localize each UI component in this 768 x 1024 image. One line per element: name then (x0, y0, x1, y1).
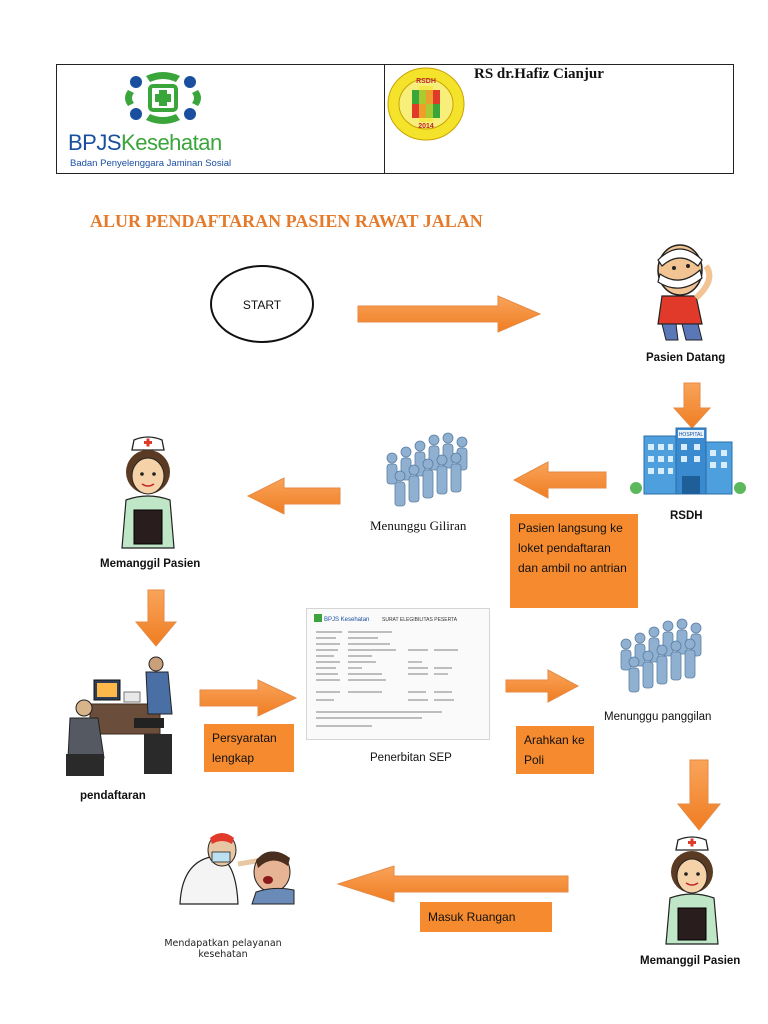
arrow-start-to-pasien (357, 295, 542, 333)
header-divider (384, 64, 385, 174)
label-memanggil-pasien-2: Memanggil Pasien (640, 955, 741, 967)
svg-text:SURAT ELEGIBILITAS PESERTA: SURAT ELEGIBILITAS PESERTA (382, 617, 458, 623)
page-title: ALUR PENDAFTARAN PASIEN RAWAT JALAN (90, 211, 483, 231)
label-mendapatkan: Mendapatkan pelayanan kesehatan (164, 938, 282, 960)
bpjs-tagline: Badan Penyelenggara Jaminan Sosial (70, 158, 232, 169)
label-pasien-datang: Pasien Datang (646, 352, 726, 364)
label-rsdh: RSDH (670, 510, 703, 522)
label-menunggu-giliran: Menunggu Giliran (370, 518, 467, 533)
svg-text:HOSPITAL: HOSPITAL (679, 432, 704, 438)
loket-note-box: Pasien langsung ke loket pendaftaran dan… (510, 514, 638, 608)
crowd-icon (386, 432, 468, 507)
injured-patient-icon (657, 244, 713, 341)
masuk-ruangan-box: Masuk Ruangan (420, 902, 552, 932)
start-node (210, 265, 314, 343)
arrow-panggilan-to-memanggil (676, 759, 722, 831)
label-menunggu-panggilan: Menunggu panggilan (604, 711, 712, 723)
doctor-exam-icon (179, 833, 295, 905)
sep-document-content: BPJS Kesehatan SURAT ELEGIBILITAS PESERT… (314, 614, 458, 727)
persyaratan-box: Persyaratan lengkap (204, 724, 294, 772)
nurse-2-icon (665, 836, 719, 945)
label-penerbitan-sep: Penerbitan SEP (370, 752, 452, 764)
arrow-rsdh-to-giliran (512, 461, 607, 499)
label-pendaftaran: pendaftaran (80, 790, 146, 802)
bpjs-brand: BPJSKesehatan (68, 130, 222, 155)
arrow-giliran-to-memanggil (246, 477, 341, 515)
crowd-waiting-icon (620, 618, 702, 693)
header-table (56, 64, 734, 174)
nurse-icon (121, 436, 175, 549)
start-label: START (242, 298, 282, 312)
arrow-memanggil-to-pendaftaran (134, 589, 178, 647)
arrow-pendaftaran-to-sep (199, 679, 298, 717)
bpjs-logo-icon (125, 72, 201, 124)
arrow-sep-to-panggilan (505, 669, 580, 703)
svg-text:2014: 2014 (418, 123, 434, 130)
registration-desk-icon (66, 656, 173, 776)
arrow-memanggil-to-pelayanan (336, 865, 569, 903)
svg-text:RSDH: RSDH (416, 78, 436, 85)
arahkan-box: Arahkan ke Poli (516, 726, 594, 774)
arrow-pasien-to-rsdh (672, 382, 712, 429)
label-memanggil-pasien-1: Memanggil Pasien (100, 558, 201, 570)
hospital-seal-icon: RSDH 2014 (387, 67, 465, 141)
svg-text:BPJS Kesehatan: BPJS Kesehatan (324, 617, 369, 623)
hospital-building-icon: HOSPITAL (630, 427, 746, 495)
hospital-name: RS dr.Hafiz Cianjur (474, 66, 604, 82)
